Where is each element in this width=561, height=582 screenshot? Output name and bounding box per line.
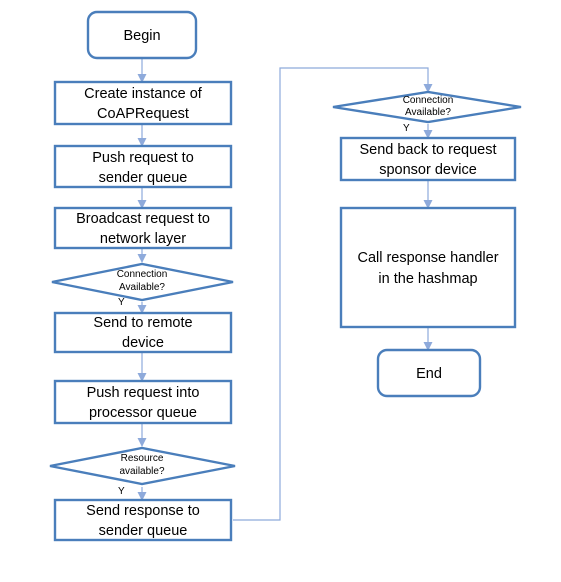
- resource-line2: available?: [119, 466, 164, 477]
- call-handler-line1: Call response handler: [357, 250, 498, 266]
- process-create-instance: Create instance of CoAPRequest: [53, 80, 233, 126]
- begin-shape: [86, 10, 198, 60]
- resource-diamond: [49, 446, 236, 486]
- send-back-box: [339, 136, 517, 182]
- connector-response-to-right-column: [233, 67, 433, 521]
- resource-line1: Resource: [121, 453, 164, 464]
- call-handler-box: [339, 206, 517, 329]
- process-push-sender: Push request to sender queue: [53, 144, 233, 189]
- push-sender-line2: sender queue: [99, 170, 188, 186]
- send-remote-box: [53, 311, 233, 354]
- push-sender-line1: Push request to: [92, 150, 194, 166]
- push-sender-box: [53, 144, 233, 189]
- create-instance-line1: Create instance of: [84, 86, 203, 102]
- connectors: [137, 58, 433, 521]
- connection-2-yes-label: Y: [403, 123, 410, 134]
- send-response-box: [53, 498, 233, 542]
- process-send-remote: Send to remote device: [53, 311, 233, 354]
- process-broadcast: Broadcast request to network layer: [53, 206, 233, 250]
- send-back-line1: Send back to request: [359, 142, 496, 158]
- send-remote-line1: Send to remote: [93, 315, 192, 331]
- process-push-processor: Push request into processor queue: [53, 379, 233, 425]
- decision-connection-1: Connection Available? Y: [51, 262, 234, 308]
- connection-2-line1: Connection: [403, 95, 454, 106]
- call-handler-line2: in the hashmap: [378, 271, 477, 287]
- send-remote-line2: device: [122, 335, 164, 351]
- connection-1-yes-label: Y: [118, 297, 125, 308]
- connection-2-diamond: [332, 90, 522, 124]
- push-processor-line2: processor queue: [89, 405, 197, 421]
- decision-resource: Resource available? Y: [49, 446, 236, 497]
- process-send-response: Send response to sender queue: [53, 498, 233, 542]
- terminal-begin: Begin: [86, 10, 198, 60]
- connection-2-line2: Available?: [405, 107, 451, 118]
- broadcast-line2: network layer: [100, 231, 186, 247]
- create-instance-box: [53, 80, 233, 126]
- end-shape: [376, 348, 482, 398]
- send-response-line2: sender queue: [99, 523, 188, 539]
- process-call-handler: Call response handler in the hashmap: [339, 206, 517, 329]
- send-back-line2: sponsor device: [379, 162, 477, 178]
- connection-1-line2: Available?: [119, 282, 165, 293]
- begin-label: Begin: [123, 28, 160, 44]
- process-send-back: Send back to request sponsor device: [339, 136, 517, 182]
- push-processor-line1: Push request into: [87, 385, 200, 401]
- end-label: End: [416, 366, 442, 382]
- broadcast-line1: Broadcast request to: [76, 211, 210, 227]
- connection-1-diamond: [51, 262, 234, 302]
- push-processor-box: [53, 379, 233, 425]
- resource-yes-label: Y: [118, 486, 125, 497]
- create-instance-line2: CoAPRequest: [97, 106, 189, 122]
- broadcast-box: [53, 206, 233, 250]
- terminal-end: End: [376, 348, 482, 398]
- connection-1-line1: Connection: [117, 269, 168, 280]
- decision-connection-2: Connection Available? Y: [332, 90, 522, 134]
- send-response-line1: Send response to: [86, 503, 200, 519]
